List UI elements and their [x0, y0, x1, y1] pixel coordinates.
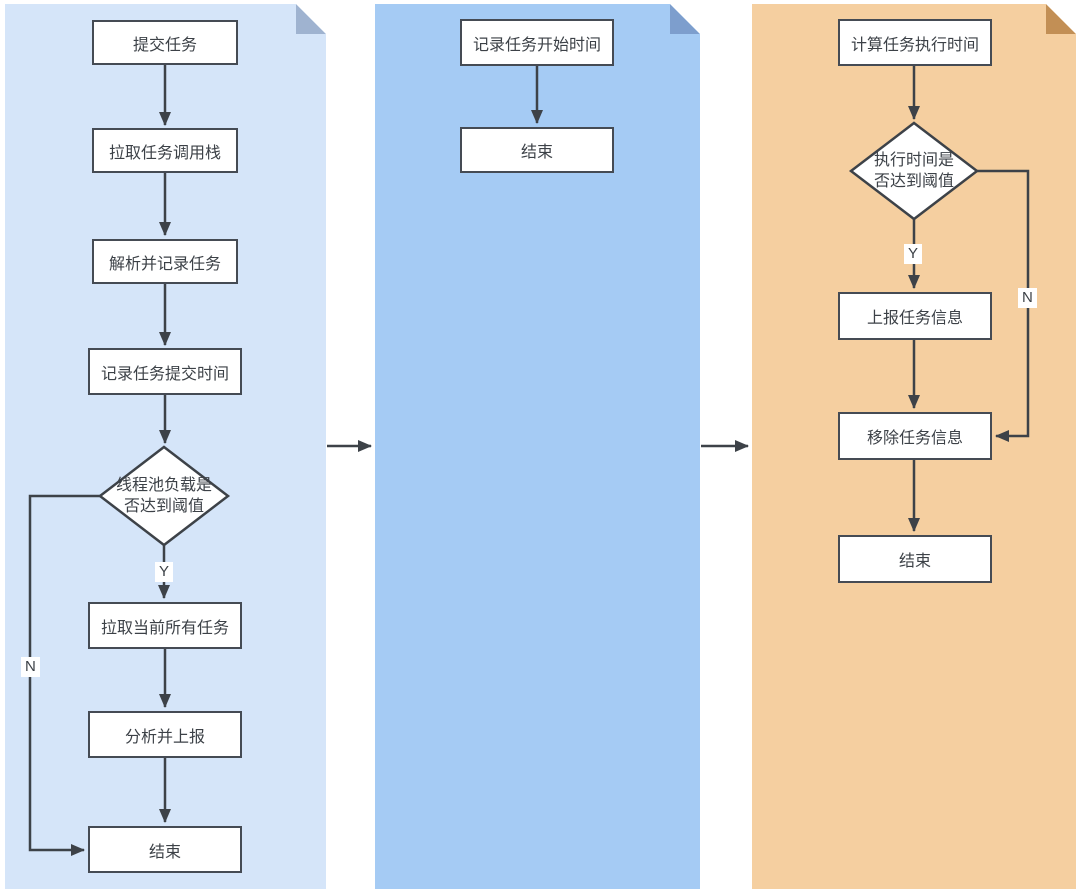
- branch-label-yes: Y: [155, 562, 174, 582]
- node-end-panel3: 结束: [838, 535, 992, 583]
- node-remove-task-info: 移除任务信息: [838, 412, 992, 460]
- decision-text-line1: 线程池负载是: [115, 477, 212, 494]
- decision-text-line2: 否达到阈值: [873, 173, 954, 190]
- branch-label-yes: Y: [904, 244, 923, 264]
- folded-corner-icon: [296, 4, 326, 34]
- branch-label-no: N: [1018, 288, 1037, 308]
- decision-text-line2: 否达到阈值: [123, 498, 204, 515]
- node-pull-all-tasks: 拉取当前所有任务: [88, 602, 242, 649]
- node-parse-record-task: 解析并记录任务: [92, 239, 238, 284]
- node-calc-exec-time: 计算任务执行时间: [838, 19, 992, 66]
- node-analyze-report: 分析并上报: [88, 711, 242, 758]
- node-pull-call-stack: 拉取任务调用栈: [92, 128, 238, 173]
- node-submit-task: 提交任务: [92, 20, 238, 65]
- decision-exec-time-text: 执行时间是 否达到阈值: [854, 150, 974, 192]
- branch-label-no: N: [21, 657, 40, 677]
- node-record-submit-time: 记录任务提交时间: [88, 348, 242, 395]
- folded-corner-icon: [1046, 4, 1076, 34]
- decision-text-line1: 执行时间是: [873, 152, 954, 169]
- node-end-panel1: 结束: [88, 826, 242, 873]
- decision-threadpool-load-text: 线程池负载是 否达到阈值: [104, 475, 224, 517]
- node-end-panel2: 结束: [460, 127, 614, 173]
- node-report-task-info: 上报任务信息: [838, 292, 992, 340]
- folded-corner-icon: [670, 4, 700, 34]
- node-record-start-time: 记录任务开始时间: [460, 19, 614, 66]
